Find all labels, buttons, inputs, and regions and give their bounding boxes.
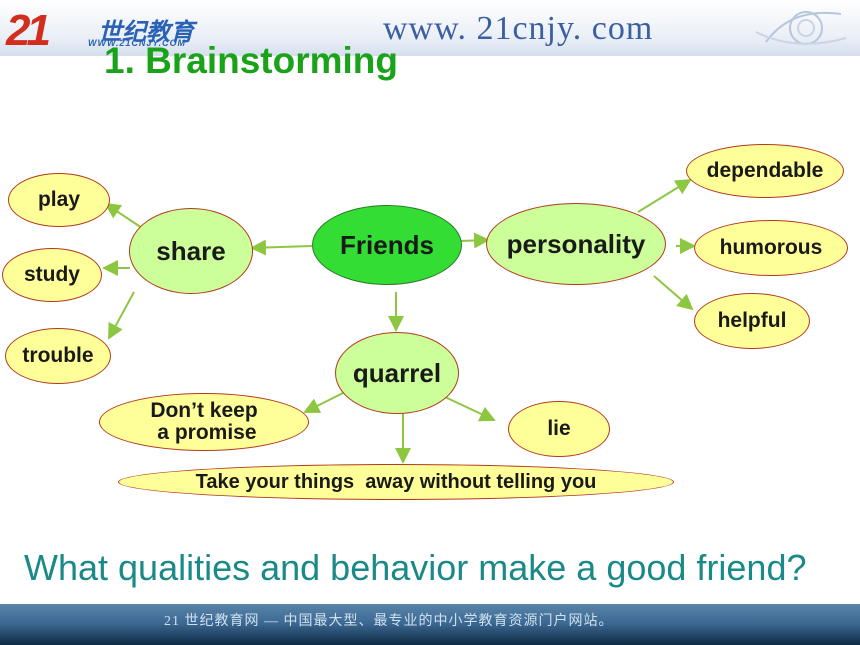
arrow-share-to-trouble xyxy=(108,291,135,340)
arrow-friends-to-personality xyxy=(459,232,490,249)
site-logo[interactable]: 21 世纪教育 WWW.21CNJY.COM xyxy=(6,4,232,55)
node-trouble: trouble xyxy=(5,328,111,384)
footer-banner: 21 世纪教育网 — 中国最大型、最专业的中小学教育资源门户网站。 xyxy=(0,604,860,645)
arrow-share-to-play xyxy=(104,202,143,229)
node-promise-line2: a promise xyxy=(151,421,257,444)
slide-title: 1. Brainstorming xyxy=(104,40,398,81)
node-humorous: humorous xyxy=(694,220,848,276)
arrow-personality-to-helpful xyxy=(653,275,694,311)
node-share: share xyxy=(129,208,253,294)
site-url[interactable]: www. 21cnjy. com xyxy=(383,10,654,47)
node-take-things: Take your things away without telling yo… xyxy=(118,464,674,500)
arrow-quarrel-to-lie xyxy=(444,396,496,422)
node-quarrel: quarrel xyxy=(335,332,459,414)
arrow-friends-to-share xyxy=(250,239,313,256)
logo-mark: 21 xyxy=(6,6,51,55)
header-banner: 21 世纪教育 WWW.21CNJY.COM www. 21cnjy. com xyxy=(0,0,860,56)
discussion-question: What qualities and behavior make a good … xyxy=(24,547,807,588)
footer-text: 21 世纪教育网 — 中国最大型、最专业的中小学教育资源门户网站。 xyxy=(164,614,614,629)
node-helpful: helpful xyxy=(694,293,810,349)
node-play: play xyxy=(8,173,110,227)
node-study: study xyxy=(2,248,102,302)
logo-chinese-text: 世纪教育 xyxy=(98,20,194,46)
node-dont-keep-promise: Don’t keep a promise xyxy=(99,393,309,451)
node-friends: Friends xyxy=(312,205,462,285)
node-personality: personality xyxy=(486,203,666,285)
node-lie: lie xyxy=(508,401,610,457)
node-promise-line1: Don’t keep xyxy=(150,399,258,422)
decorative-swirl-icon xyxy=(755,11,847,45)
node-dependable: dependable xyxy=(686,144,844,198)
arrow-quarrel-to-promise xyxy=(303,391,346,413)
logo-subtext: WWW.21CNJY.COM xyxy=(88,38,187,48)
arrow-personality-to-dependable xyxy=(637,178,692,213)
